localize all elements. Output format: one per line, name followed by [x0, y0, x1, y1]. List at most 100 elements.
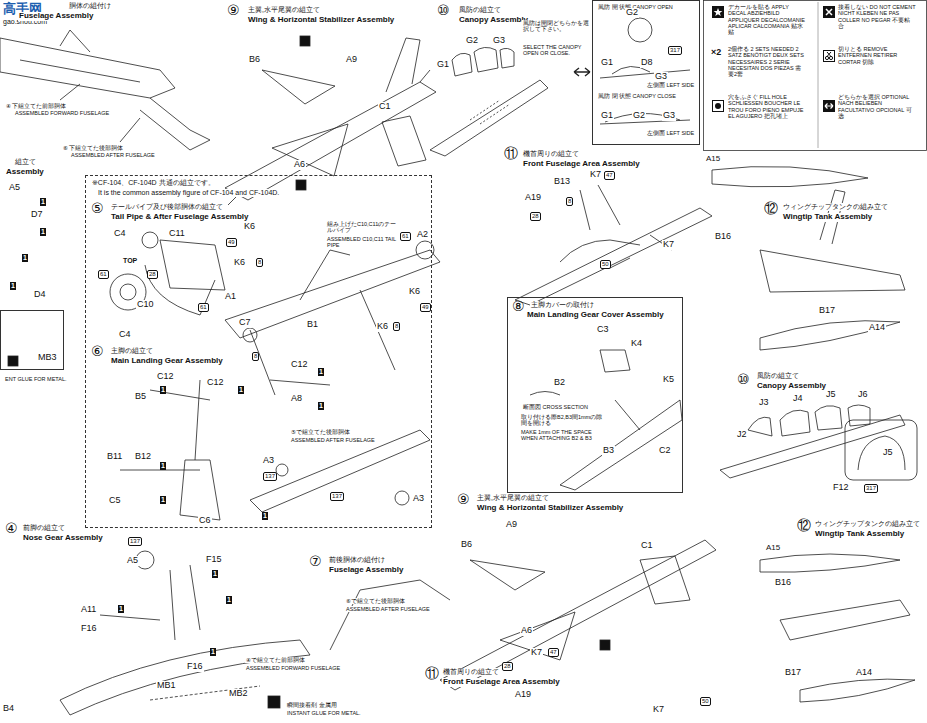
part-label: B11: [106, 452, 123, 462]
cement-count: 1: [10, 282, 16, 290]
part-label: B2: [553, 378, 566, 388]
step-title: Canopy Assembly: [756, 382, 827, 391]
cement-count: 1: [238, 386, 244, 394]
part-label: ウィングチップタンクの組み立て: [814, 520, 921, 528]
tank-drawing: [800, 679, 915, 702]
cement-count: 1: [212, 570, 218, 578]
note-text: ④ 下組立てた前部胴体: [5, 103, 67, 109]
part-label: 風防の組立て: [756, 372, 800, 380]
tailpipe-drawing: [145, 265, 215, 315]
note-text: SELECT THE CANOPY OPEN OR CLOSE.: [522, 44, 592, 56]
part-label: 主翼,水平尾翼の組立て: [476, 494, 550, 502]
wing-drawing: [272, 124, 348, 176]
legend-text: 切りとる REMOVE ENTFERNEN RETIRER CORTAR 切除: [838, 46, 916, 65]
part-label: K6: [233, 258, 246, 268]
note-text: INSTANT GLUE FOR METAL.: [286, 710, 362, 716]
callout-number: 28: [502, 662, 513, 671]
legend-text: デカールを貼る APPLY DECAL ABZIEHBILD APPLIQUER…: [728, 4, 806, 36]
part-label: B6: [248, 55, 261, 65]
part-drawing: [640, 556, 690, 604]
part-label: J6: [857, 390, 869, 400]
part-label: B5: [134, 392, 147, 402]
part-label: B12: [134, 452, 152, 462]
step-title: Tail Pipe & After Fuselage Assembly: [110, 213, 250, 222]
step-title: ×2: [710, 48, 722, 58]
cement-count: 1: [40, 228, 46, 236]
callout-number: 49: [226, 238, 237, 247]
part-label: 胴体の組付け: [68, 2, 112, 10]
note-text: 断面図 CROSS SECTION: [522, 404, 589, 410]
nozzle-drawing: [142, 232, 158, 248]
part-label: C3: [596, 325, 610, 335]
cement-symbol: [300, 36, 310, 46]
part-label: K6: [243, 222, 256, 232]
part-label: G3: [654, 72, 668, 82]
callout-number: 47: [548, 648, 559, 657]
part-label: C12: [290, 360, 309, 370]
part-label: K7: [530, 648, 543, 658]
part-label: C6: [198, 516, 212, 526]
note-text: ASSEMBLED FORWARD FUSELAGE: [14, 110, 110, 116]
step-title: Wing & Horizontal Stabilizer Assembly: [247, 16, 395, 25]
fuselage-drawing: [225, 82, 436, 200]
part-label: A19: [524, 193, 542, 203]
legend-symbol: [712, 6, 724, 18]
box-text: ※CF-104、CF-104D 共通の組立です。: [91, 179, 216, 187]
part-label: C7: [238, 318, 252, 328]
callout-number: 8: [566, 197, 573, 206]
part-label: MB1: [156, 681, 177, 691]
part-label: MB2: [228, 689, 249, 699]
part-label: A5: [126, 556, 139, 566]
canopy-drawing: [628, 18, 652, 42]
part-label: 機首周りの組立て: [442, 668, 500, 676]
part-drawing: [243, 328, 257, 342]
step-number: ⑫: [796, 518, 812, 533]
part-label: A15: [705, 155, 721, 164]
step-title: Wing & Horizontal Stabilizer Assembly: [476, 504, 624, 513]
part-label: J2: [736, 430, 748, 440]
part-label: B1: [306, 320, 319, 330]
box-text: Main Landing Gear Cover Assembly: [526, 311, 665, 320]
fuselage-detail: [250, 250, 395, 395]
part-label: F16: [80, 624, 98, 634]
step-number: ⑧: [511, 299, 526, 314]
part-label: B6: [460, 540, 473, 550]
fuselage-drawing: [330, 580, 450, 650]
cement-count: 1: [226, 596, 232, 604]
step-title: Wingtip Tank Assembly: [782, 213, 873, 222]
part-label: A1: [224, 292, 237, 302]
cement-symbol: [296, 180, 306, 190]
part-label: D8: [640, 58, 654, 68]
wing-drawing: [500, 612, 575, 660]
step-title: Fuselage Assembly: [18, 12, 94, 21]
part-label: K6: [408, 287, 421, 297]
callout-number: 49: [420, 303, 431, 312]
part-label: A3: [412, 494, 425, 504]
cement-count: 1: [118, 605, 124, 613]
fuselage-drawing: [515, 208, 712, 305]
part-label: B4: [2, 704, 15, 714]
step-number: ⑨: [456, 492, 471, 507]
cement-count: 1: [160, 386, 166, 394]
part-label: 組立て: [14, 158, 37, 166]
callout-number: 317: [864, 484, 878, 493]
note-text: ENT GLUE FOR METAL.: [4, 376, 68, 382]
note-text: ⑥で組立てた後部胴体: [345, 598, 406, 604]
box-text: 風防 閉 状態 CANOPY CLOSE: [597, 93, 677, 99]
part-label: B17: [818, 306, 836, 316]
fuselage-drawing: [720, 415, 905, 478]
part-label: 前後胴体の組付け: [328, 556, 386, 564]
part-label: G1: [600, 111, 614, 121]
part-label: B16: [774, 578, 792, 588]
box-text: 主脚カバーの取付け: [530, 301, 595, 309]
cement-count: 1: [210, 648, 216, 656]
gear-drawing: [150, 380, 220, 520]
canopy-drawing: [600, 66, 690, 78]
note-text: ASSEMBLED FORWARD FUSELAGE: [245, 665, 341, 671]
step-title: Canopy Assembly: [458, 16, 529, 25]
part-label: C5: [108, 496, 122, 506]
canopy-drawing: [858, 436, 905, 470]
callout-number: 8: [256, 258, 263, 267]
legend-symbol: [823, 100, 835, 112]
part-label: G3: [662, 111, 676, 121]
